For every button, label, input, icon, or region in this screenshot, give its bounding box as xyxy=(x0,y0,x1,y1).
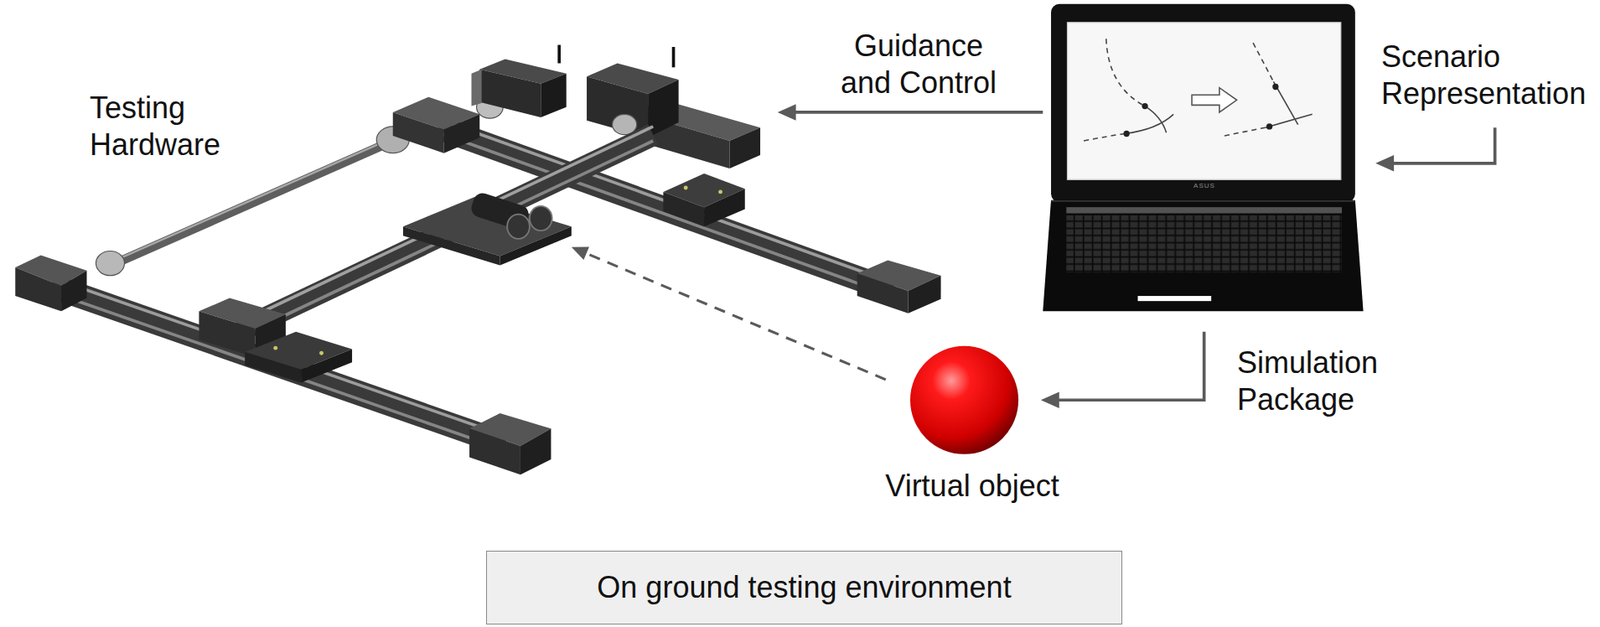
scenario-sketch xyxy=(1253,42,1274,82)
motor-housing xyxy=(393,112,445,154)
laptop xyxy=(1138,295,1212,301)
stepper-motor xyxy=(471,69,482,107)
laptop xyxy=(1051,200,1356,202)
carriage-plate xyxy=(662,191,705,227)
front-rail xyxy=(51,277,506,436)
flow-arrow xyxy=(792,110,1044,114)
gantry-hardware xyxy=(15,45,941,476)
end-block xyxy=(469,428,521,475)
laptop xyxy=(1066,207,1342,213)
stepper-motor xyxy=(479,69,541,118)
end-block xyxy=(520,428,552,475)
back-rail xyxy=(439,132,894,296)
cross-rail xyxy=(239,126,653,337)
box-text: On ground testing environment xyxy=(596,569,1011,606)
motor-housing xyxy=(444,113,481,153)
front-rail xyxy=(51,277,506,451)
end-block xyxy=(857,273,909,313)
end-block xyxy=(61,270,87,312)
carriage-plate xyxy=(244,352,301,384)
arrow-label: Simulation Package xyxy=(1237,344,1388,419)
stepper-motor xyxy=(647,79,679,138)
cross-rail xyxy=(239,140,653,337)
brand-logo: ASUS xyxy=(1179,181,1230,191)
carriage-plate xyxy=(704,188,746,227)
flow-arrow xyxy=(1392,127,1496,164)
hardware-label: Testing Hardware xyxy=(89,89,241,164)
laptop xyxy=(1123,130,1129,137)
carriage-plate xyxy=(300,348,353,383)
carriage-plate xyxy=(718,189,723,194)
end-block xyxy=(198,310,255,358)
arrow-head xyxy=(1375,155,1394,171)
front-rail xyxy=(51,291,506,451)
camera-carriage xyxy=(529,206,553,231)
laptop xyxy=(1067,22,1342,180)
stepper-motor xyxy=(557,45,561,64)
cross-rail xyxy=(239,126,653,323)
scenario-sketch xyxy=(1224,127,1266,136)
laptop xyxy=(1266,123,1273,130)
carriage-plate xyxy=(244,331,353,384)
end-block xyxy=(857,259,942,313)
scenario-sketch xyxy=(1083,133,1125,141)
virtual-sphere xyxy=(910,346,1019,455)
end-block xyxy=(15,254,87,311)
laptop xyxy=(1066,215,1342,273)
scenario-sketch xyxy=(1083,38,1313,141)
arrow-label: Scenario Representation xyxy=(1381,38,1593,113)
arrow-head xyxy=(1040,392,1060,409)
laptop xyxy=(1042,200,1363,312)
end-block xyxy=(908,275,942,314)
motor-housing xyxy=(730,127,762,169)
scenario-sketch xyxy=(1124,113,1174,134)
carriage-plate xyxy=(273,346,278,351)
laptop xyxy=(1051,4,1356,202)
arrow-head xyxy=(777,103,797,120)
end-block xyxy=(469,413,551,475)
back-rail xyxy=(439,127,894,291)
stepper-motor xyxy=(586,76,648,138)
flow-arrow xyxy=(585,253,886,380)
laptop xyxy=(1042,4,1363,311)
scenario-sketch xyxy=(1106,38,1145,106)
stepper-motor xyxy=(471,45,566,118)
stepper-motor xyxy=(612,113,637,135)
motor-housing xyxy=(393,95,503,153)
object-label: Virtual object xyxy=(863,467,1082,505)
environment-box: On ground testing environment xyxy=(486,550,1123,625)
carriage-plate xyxy=(683,186,689,191)
camera-carriage xyxy=(403,226,501,265)
stepper-motor xyxy=(672,46,676,68)
stepper-motor xyxy=(586,46,679,138)
stepper-motor xyxy=(540,73,566,118)
cross-rail xyxy=(239,134,653,332)
camera-carriage xyxy=(403,191,572,266)
front-rail xyxy=(51,285,506,445)
arrow-head xyxy=(571,246,590,260)
drive-shaft xyxy=(95,251,125,276)
arrow-label: Guidance and Control xyxy=(834,27,1003,102)
flow-arrow xyxy=(1056,331,1204,401)
laptop xyxy=(1272,83,1279,90)
camera-carriage xyxy=(507,214,530,239)
scenario-sketch xyxy=(1191,88,1238,113)
scenario-sketch xyxy=(1265,113,1313,128)
end-block xyxy=(15,267,62,311)
illustration xyxy=(15,4,1495,475)
carriage-plate xyxy=(662,173,745,227)
laptop xyxy=(1141,103,1148,109)
carriage-plate xyxy=(319,351,324,356)
